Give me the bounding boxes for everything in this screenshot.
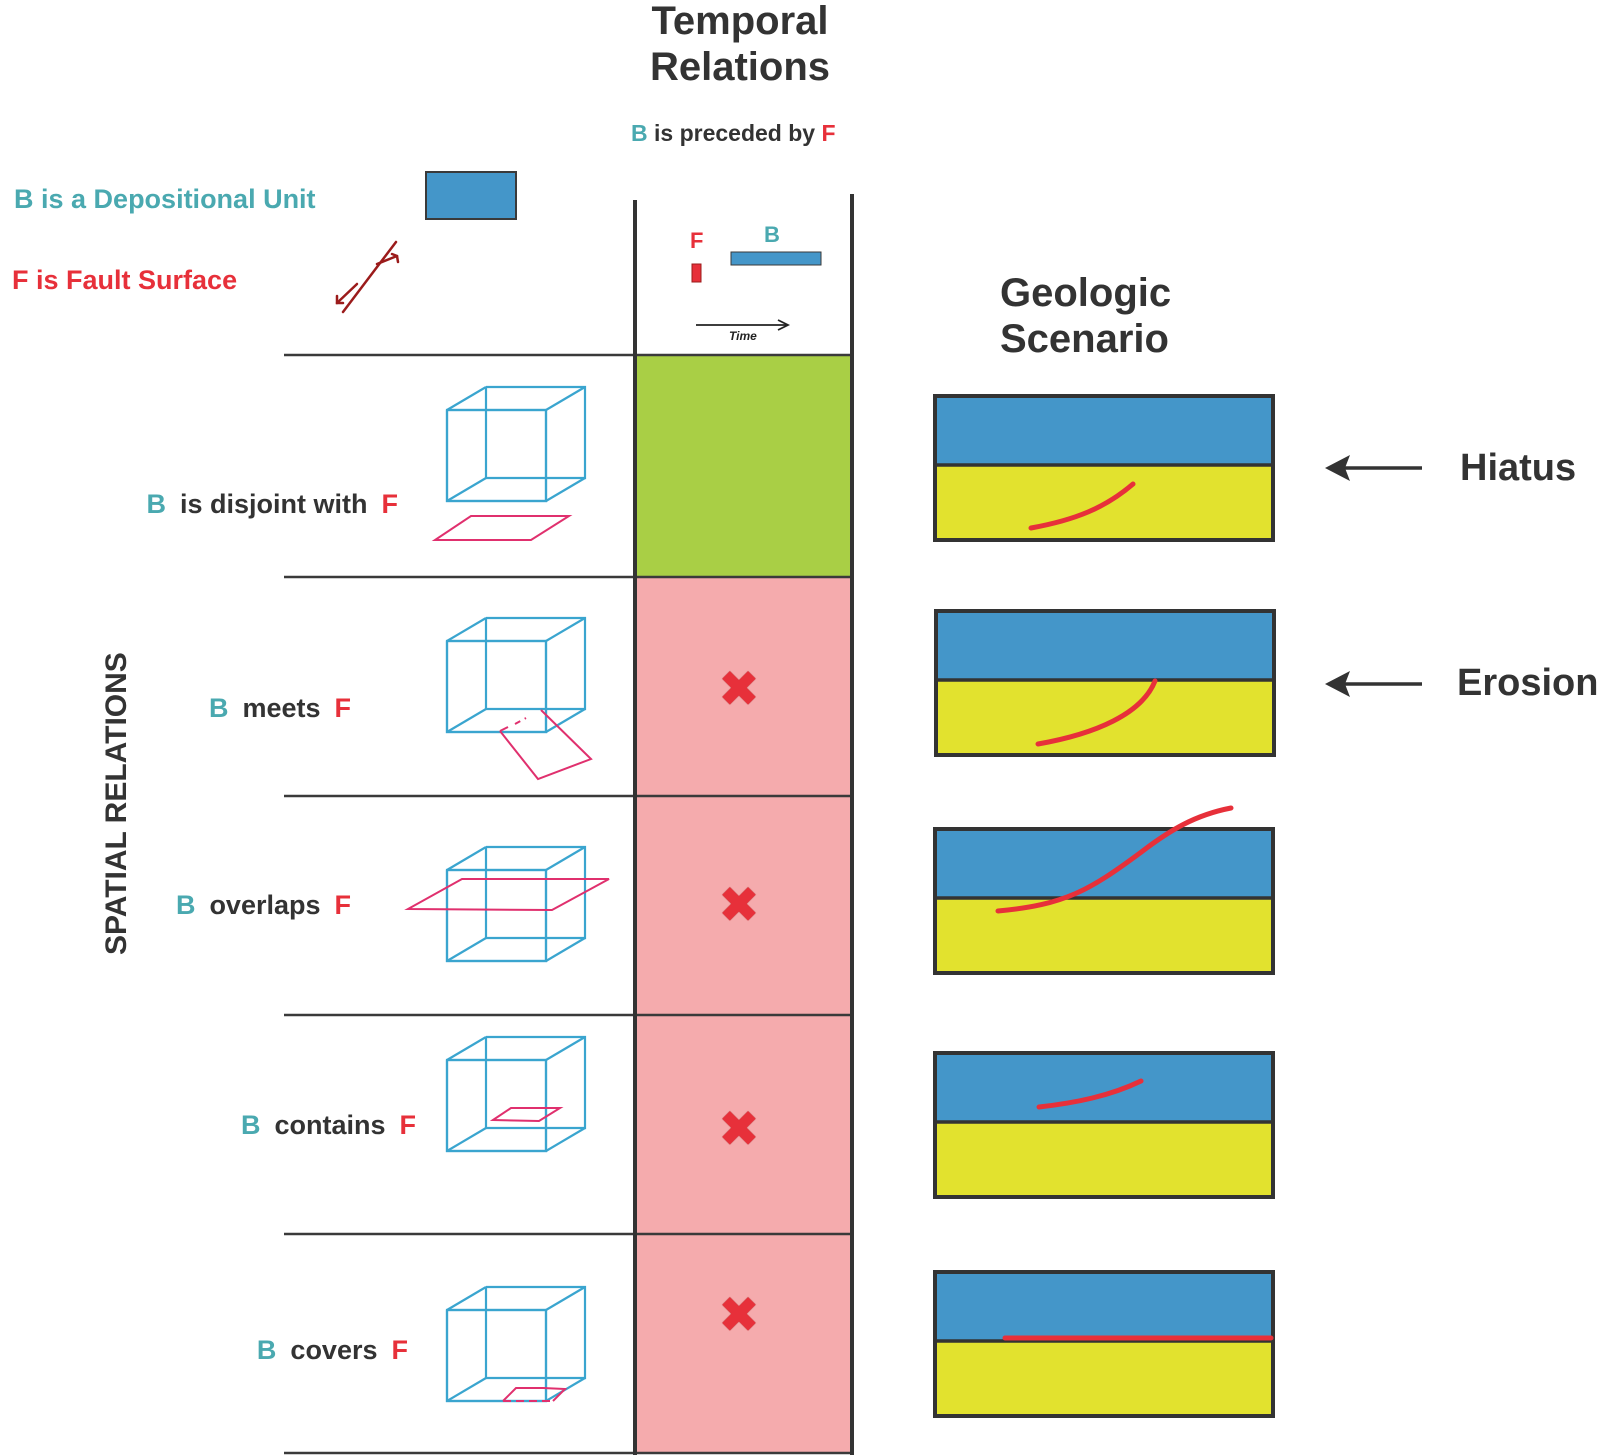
scenario-label-hiatus: Hiatus xyxy=(1460,447,1577,489)
timeline-f-label: F xyxy=(690,228,704,253)
temporal-relations-title: Temporal Relations xyxy=(620,0,860,90)
legend-f-letter: F xyxy=(12,265,29,295)
temporal-cell-contains xyxy=(635,1015,851,1234)
row-relation: overlaps xyxy=(209,890,321,920)
cube-contains xyxy=(445,1035,587,1153)
arrow-left-icon xyxy=(1325,671,1422,697)
row-separators xyxy=(284,353,851,1455)
row-f-letter: F xyxy=(334,890,352,920)
row-b-letter: B xyxy=(175,890,196,920)
fault-plane-covers xyxy=(502,1387,568,1402)
unit-b-letter: B xyxy=(631,120,648,146)
relation-text: is preceded by xyxy=(654,120,816,146)
time-arrow-icon xyxy=(696,319,791,331)
geologic-scenario-title: Geologic Scenario xyxy=(1000,270,1205,362)
timeline-fault-bar xyxy=(691,263,702,283)
row-relation: meets xyxy=(242,693,321,723)
invalid-x-icon: ✖ xyxy=(718,1101,760,1157)
row-f-letter: F xyxy=(399,1110,417,1140)
geologic-title-line2: Scenario xyxy=(1000,317,1169,361)
invalid-x-icon: ✖ xyxy=(718,661,760,717)
temporal-cell-meets xyxy=(635,577,851,796)
row-b-letter: B xyxy=(256,1335,277,1365)
cube-meets xyxy=(445,616,587,734)
scenario-section-covers xyxy=(933,1270,1275,1418)
temporal-cell-overlaps xyxy=(635,796,851,1015)
legend-b-letter: B xyxy=(14,184,34,214)
arrow-left-icon xyxy=(1325,455,1422,481)
row-f-letter: F xyxy=(391,1335,409,1365)
cube-covers xyxy=(445,1285,587,1403)
time-axis-label: Time xyxy=(729,329,757,343)
scenario-section-overlaps xyxy=(933,805,1275,975)
timeline-b-label: B xyxy=(764,222,780,247)
row-b-letter: B xyxy=(208,693,229,723)
legend-depositional-unit: B is a Depositional Unit xyxy=(14,184,316,215)
temporal-cell-disjoint xyxy=(635,355,851,577)
row-f-letter: F xyxy=(334,693,352,723)
row-b-letter: B xyxy=(240,1110,261,1140)
legend-f-text: is Fault Surface xyxy=(36,265,238,295)
row-relation: covers xyxy=(290,1335,378,1365)
fault-plane-overlaps xyxy=(404,878,610,912)
scenario-section-erosion xyxy=(934,609,1276,757)
temporal-title-line2: Relations xyxy=(649,45,831,89)
row-relation: contains xyxy=(274,1110,386,1140)
geologic-title-line1: Geologic xyxy=(1000,271,1172,315)
scenario-section-hiatus xyxy=(933,394,1275,542)
fault-plane-disjoint xyxy=(431,515,573,541)
legend-fault-surface: F is Fault Surface xyxy=(12,265,237,296)
timeline-unit-bar xyxy=(730,251,822,266)
temporal-title-line1: Temporal xyxy=(651,0,829,43)
row-f-letter: F xyxy=(381,489,399,519)
legend-b-text: is a Depositional Unit xyxy=(41,184,316,214)
scenario-label-erosion: Erosion xyxy=(1457,662,1599,704)
temporal-relation-caption: B is preceded by F xyxy=(631,120,836,147)
cube-disjoint xyxy=(445,385,587,503)
invalid-x-icon: ✖ xyxy=(718,1287,760,1343)
fault-plane-contains xyxy=(489,1107,564,1123)
scenario-section-contains xyxy=(933,1051,1275,1199)
invalid-x-icon: ✖ xyxy=(718,877,760,933)
spatial-relations-title: SPATIAL RELATIONS xyxy=(100,652,133,955)
row-b-letter: B xyxy=(146,489,167,519)
row-relation: is disjoint with xyxy=(180,489,368,519)
fault-plane-meets xyxy=(499,709,593,781)
fault-f-letter: F xyxy=(821,120,836,146)
temporal-cell-covers xyxy=(635,1234,851,1453)
depositional-unit-swatch xyxy=(425,171,517,220)
fault-symbol-icon xyxy=(335,240,400,314)
